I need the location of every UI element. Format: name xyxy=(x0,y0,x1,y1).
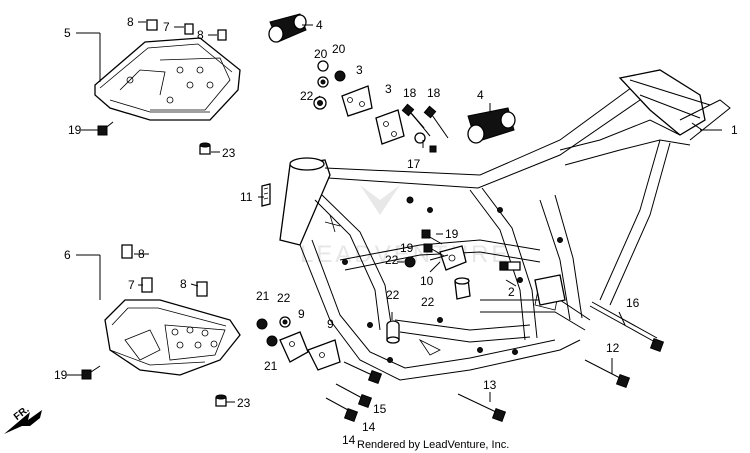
frame-emblem xyxy=(261,183,271,207)
callout-21-a: 21 xyxy=(256,289,270,303)
callout-22-d: 22 xyxy=(386,288,400,302)
callout-9-b: 9 xyxy=(327,317,334,331)
callout-11: 11 xyxy=(240,190,253,204)
callout-18-b: 18 xyxy=(427,86,441,100)
callout-22-b: 22 xyxy=(385,253,399,267)
callout-4-top: 4 xyxy=(316,18,323,32)
hanger-plates-9 xyxy=(279,331,341,371)
callout-6: 6 xyxy=(64,248,71,262)
callout-22-e: 22 xyxy=(277,291,291,305)
callout-2: 2 xyxy=(508,285,515,299)
callout-21-b: 21 xyxy=(264,359,278,373)
callout-19-d: 19 xyxy=(400,241,414,255)
leader-lines xyxy=(76,24,722,402)
watermark-text: LEADVENTURE xyxy=(300,241,510,268)
callout-7-top: 7 xyxy=(163,20,170,34)
callout-17: 17 xyxy=(407,157,421,171)
callout-dashes xyxy=(67,21,443,403)
fasteners xyxy=(81,60,665,423)
frame-body xyxy=(279,69,731,381)
lower-rubber-mounts xyxy=(121,244,208,297)
handlebar-clamp-mid xyxy=(467,107,516,144)
engine-hanger-3 xyxy=(375,109,405,145)
callout-20-b: 20 xyxy=(314,47,328,61)
callout-8-b: 8 xyxy=(197,28,204,42)
callout-22-c: 22 xyxy=(421,295,435,309)
callout-23-b: 23 xyxy=(237,396,251,410)
upper-skid-plate xyxy=(94,37,241,121)
upper-rubber-mounts xyxy=(146,19,227,41)
callout-18-a: 18 xyxy=(403,86,417,100)
callout-13: 13 xyxy=(483,378,497,392)
callout-15: 15 xyxy=(373,402,387,416)
callout-5: 5 xyxy=(64,26,71,40)
lower-skid-plate xyxy=(104,299,241,376)
callout-16: 16 xyxy=(626,296,640,310)
callout-14-b: 14 xyxy=(342,433,356,447)
callout-23-a: 23 xyxy=(222,146,236,160)
footer-credit: Rendered by LeadVenture, Inc. xyxy=(357,439,509,451)
callout-3-top: 3 xyxy=(356,63,363,77)
callout-4: 4 xyxy=(477,88,484,102)
watermark: LEADVENTURE xyxy=(300,185,510,268)
callout-8-a: 8 xyxy=(127,15,134,29)
callout-19-c: 19 xyxy=(445,227,459,241)
callout-numbers: 1 2 3 3 4 4 5 6 7 7 8 8 8 8 9 9 10 11 12… xyxy=(54,15,738,447)
callout-7: 7 xyxy=(128,278,135,292)
callout-20-a: 20 xyxy=(332,42,346,56)
callout-10: 10 xyxy=(420,274,434,288)
callout-14-a: 14 xyxy=(362,420,376,434)
callout-12: 12 xyxy=(606,341,620,355)
callout-19-a: 19 xyxy=(68,123,82,137)
engine-hanger-3-top xyxy=(341,85,373,117)
callout-9-a: 9 xyxy=(298,307,305,321)
front-arrow: FR. xyxy=(4,404,42,434)
handlebar-clamp-top xyxy=(268,13,307,43)
callout-19-b: 19 xyxy=(54,368,68,382)
callout-8-d: 8 xyxy=(180,277,187,291)
callout-1: 1 xyxy=(731,123,738,137)
callout-22-a: 22 xyxy=(300,89,314,103)
callout-3: 3 xyxy=(385,82,392,96)
